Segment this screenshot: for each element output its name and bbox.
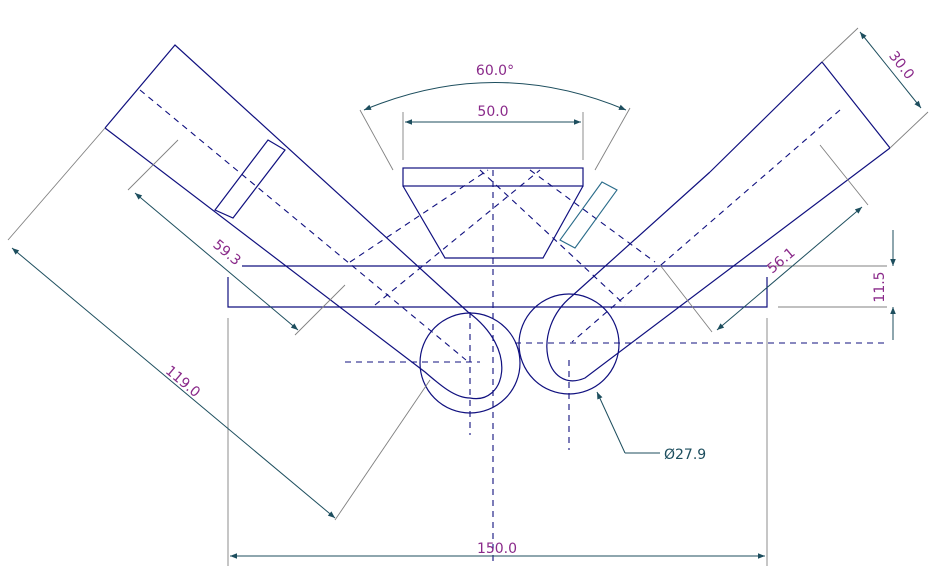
base-plate <box>227 265 768 308</box>
left-slot <box>214 139 286 219</box>
left-roller <box>419 312 521 414</box>
roller-diameter-dimension: Ø27.9 <box>664 447 706 463</box>
left-arm <box>104 44 521 414</box>
arm-width-dimension: 30.0 <box>885 48 917 82</box>
right-arm-offset-dimension: 56.1 <box>764 245 798 277</box>
arm-length-dimension: 119.0 <box>162 363 203 401</box>
right-slot <box>559 181 618 249</box>
dimension-lines <box>11 31 922 559</box>
plate-height-dimension: 11.5 <box>872 271 888 302</box>
extension-lines <box>7 27 929 566</box>
top-width-dimension: 50.0 <box>477 104 508 120</box>
hidden-lines <box>139 89 885 565</box>
right-roller <box>518 293 620 395</box>
angle-dimension: 60.0° <box>476 63 514 79</box>
overall-width-dimension: 150.0 <box>477 541 517 557</box>
left-arm-offset-dimension: 59.3 <box>209 237 243 269</box>
